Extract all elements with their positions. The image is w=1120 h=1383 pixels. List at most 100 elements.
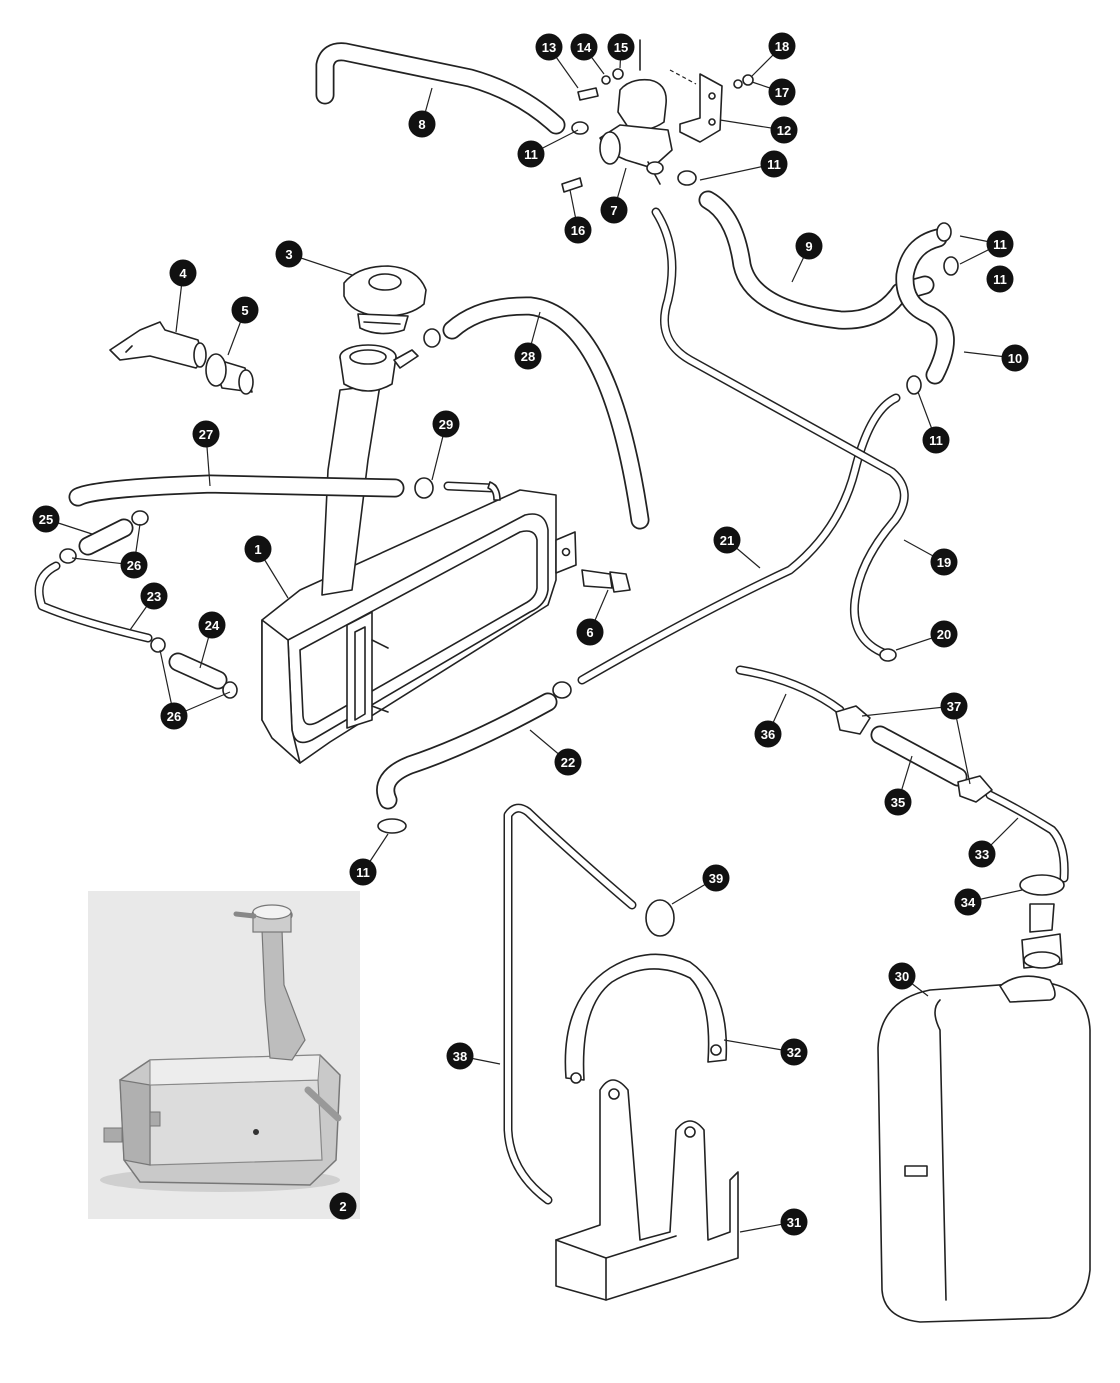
callout-11-5: 11 xyxy=(922,426,950,454)
callout-label: 20 xyxy=(937,627,951,642)
callout-30: 30 xyxy=(888,962,916,990)
callout-label: 39 xyxy=(709,871,723,886)
callout-label: 25 xyxy=(39,512,53,527)
pipes xyxy=(34,207,1069,1205)
callout-label: 17 xyxy=(775,85,789,100)
callout-5: 5 xyxy=(231,296,259,324)
callout-label: 34 xyxy=(961,895,976,910)
callout-31: 31 xyxy=(780,1208,808,1236)
callout-2: 2 xyxy=(329,1192,357,1220)
callout-label: 3 xyxy=(285,247,292,262)
bottle-bracket xyxy=(555,1079,739,1301)
callout-11-2: 11 xyxy=(760,150,788,178)
callout-6: 6 xyxy=(576,618,604,646)
callout-label: 26 xyxy=(127,558,141,573)
callout-28: 28 xyxy=(514,342,542,370)
callout-36: 36 xyxy=(754,720,782,748)
callout-8: 8 xyxy=(408,110,436,138)
callout-18: 18 xyxy=(768,32,796,60)
callout-label: 9 xyxy=(805,239,812,254)
callout-label: 7 xyxy=(610,203,617,218)
callout-label: 10 xyxy=(1008,351,1022,366)
callout-label: 11 xyxy=(356,865,370,880)
bottle-strap xyxy=(564,953,728,1084)
callout-25: 25 xyxy=(32,505,60,533)
callout-7: 7 xyxy=(600,196,628,224)
callout-12: 12 xyxy=(770,116,798,144)
callout-label: 19 xyxy=(937,555,951,570)
callout-15: 15 xyxy=(607,33,635,61)
drain-bush xyxy=(205,353,254,395)
callout-34: 34 xyxy=(954,888,982,916)
callout-label: 26 xyxy=(167,709,181,724)
callout-10: 10 xyxy=(1001,344,1029,372)
callout-label: 2 xyxy=(339,1199,346,1214)
callout-11-1: 11 xyxy=(517,140,545,168)
callout-22: 22 xyxy=(554,748,582,776)
callout-11-6: 11 xyxy=(349,858,377,886)
filler-cap xyxy=(343,265,427,335)
callout-20: 20 xyxy=(930,620,958,648)
callout-label: 21 xyxy=(720,533,734,548)
callout-label: 11 xyxy=(524,147,538,162)
callout-label: 27 xyxy=(199,427,213,442)
callout-label: 11 xyxy=(767,157,781,172)
callout-label: 11 xyxy=(993,237,1007,252)
callout-24: 24 xyxy=(198,611,226,639)
callout-label: 15 xyxy=(614,40,628,55)
callout-label: 36 xyxy=(761,727,775,742)
callout-label: 12 xyxy=(777,123,791,138)
callout-label: 6 xyxy=(586,625,593,640)
callout-label: 38 xyxy=(453,1049,467,1064)
callout-label: 8 xyxy=(418,117,425,132)
callout-26-1: 26 xyxy=(120,551,148,579)
nozzle-20 xyxy=(879,648,897,662)
tank-photo xyxy=(88,891,360,1219)
callout-26-2: 26 xyxy=(160,702,188,730)
callout-39: 39 xyxy=(702,864,730,892)
drain-valve xyxy=(109,321,207,369)
callout-3: 3 xyxy=(275,240,303,268)
callout-32: 32 xyxy=(780,1038,808,1066)
callout-label: 22 xyxy=(561,755,575,770)
grommet-39 xyxy=(645,899,675,937)
callout-1: 1 xyxy=(244,535,272,563)
callout-label: 29 xyxy=(439,417,453,432)
callout-label: 30 xyxy=(895,969,909,984)
callout-label: 18 xyxy=(775,39,789,54)
callout-label: 32 xyxy=(787,1045,801,1060)
callout-9: 9 xyxy=(795,232,823,260)
callout-label: 23 xyxy=(147,589,161,604)
hoses xyxy=(68,42,968,810)
callout-label: 24 xyxy=(205,618,220,633)
callout-label: 14 xyxy=(577,40,592,55)
callout-label: 5 xyxy=(241,303,248,318)
callout-27: 27 xyxy=(192,420,220,448)
callout-11-4: 11 xyxy=(986,265,1014,293)
callout-14: 14 xyxy=(570,33,598,61)
callout-23: 23 xyxy=(140,582,168,610)
callout-37: 37 xyxy=(940,692,968,720)
callout-label: 16 xyxy=(571,223,585,238)
callout-13: 13 xyxy=(535,33,563,61)
callout-29: 29 xyxy=(432,410,460,438)
callout-label: 1 xyxy=(254,542,261,557)
bolt-6 xyxy=(581,569,631,593)
callout-33: 33 xyxy=(968,840,996,868)
callout-11-3: 11 xyxy=(986,230,1014,258)
callout-label: 4 xyxy=(179,266,187,281)
callout-19: 19 xyxy=(930,548,958,576)
callout-label: 13 xyxy=(542,40,556,55)
reservoir-tank xyxy=(261,344,577,764)
callout-label: 31 xyxy=(787,1215,801,1230)
callout-label: 37 xyxy=(947,699,961,714)
callout-label: 33 xyxy=(975,847,989,862)
callout-4: 4 xyxy=(169,259,197,287)
callout-16: 16 xyxy=(564,216,592,244)
vacuum-valve xyxy=(561,39,754,193)
callout-17: 17 xyxy=(768,78,796,106)
washer-bottle xyxy=(877,874,1091,1323)
callout-label: 11 xyxy=(929,433,943,448)
